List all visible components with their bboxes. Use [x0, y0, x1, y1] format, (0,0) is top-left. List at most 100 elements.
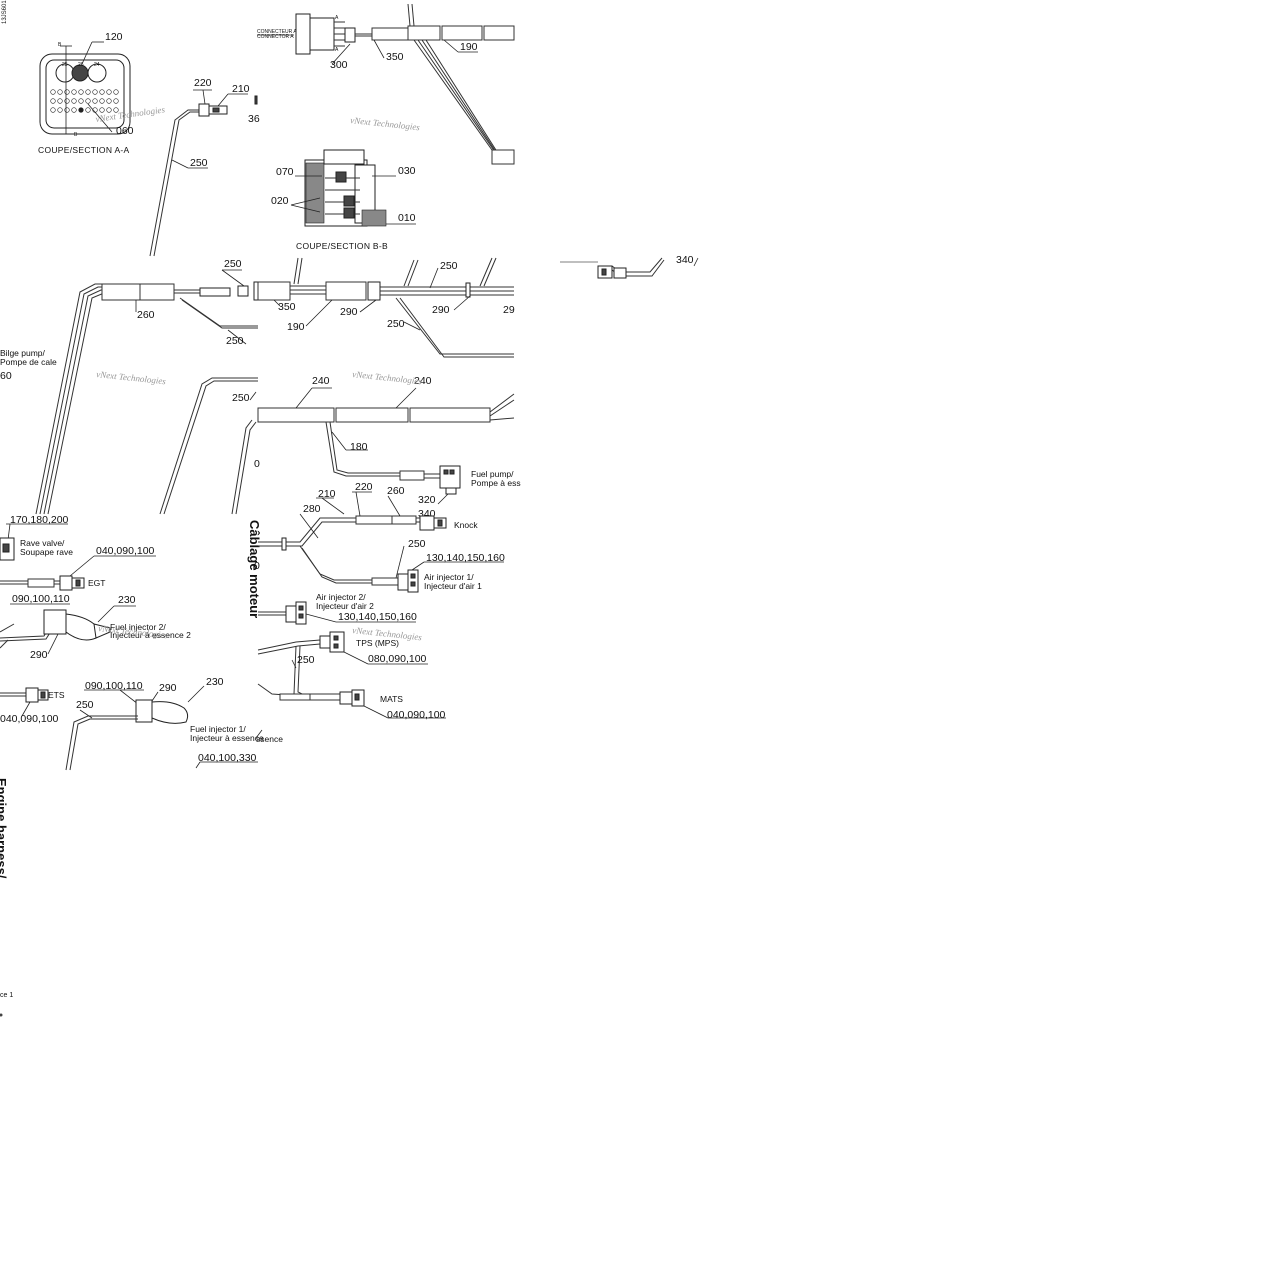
- callout-260-low: 260: [387, 485, 405, 497]
- connector-pin: [99, 107, 105, 113]
- callout-210-low: 210: [318, 488, 336, 500]
- section-mark-b-low: B: [74, 132, 78, 138]
- connector-pin: [57, 89, 63, 95]
- harness-240-section: 240 240 180 Fuel pump/ Pompe à ess 320 3…: [257, 375, 521, 520]
- rave-valve-text-1: Rave valve/: [20, 538, 65, 548]
- mats-label: MATS: [380, 694, 403, 704]
- connector-pin: [57, 98, 63, 104]
- callout-340: 340: [676, 254, 694, 266]
- connector-pin: [85, 89, 91, 95]
- section-b-b-label: COUPE/SECTION B-B: [296, 241, 388, 251]
- fuel-pump-text-1: Fuel pump/: [471, 469, 514, 479]
- connector-pin: [78, 98, 84, 104]
- callout-300: 300: [330, 59, 348, 71]
- connector-pin: [106, 107, 112, 113]
- connector-pin: [71, 89, 77, 95]
- wire-250-top: 220 210 36 250: [149, 77, 260, 257]
- callout-130-b: 130,140,150,160: [338, 611, 417, 623]
- callout-290-low: 290: [30, 649, 48, 661]
- callout-60-left: 60: [0, 370, 12, 382]
- callout-210-top: 210: [232, 83, 250, 95]
- connector-pin: [71, 98, 77, 104]
- callout-250-right: 250: [440, 260, 458, 272]
- callout-250-tps: 250: [297, 654, 315, 666]
- callout-070: 070: [276, 166, 294, 178]
- callout-250-bottom: 250: [76, 699, 94, 711]
- callout-040-egt: 040,090,100: [96, 545, 155, 557]
- bilge-pump-text-1: Bilge pump/: [0, 348, 46, 358]
- bilge-pump-label: Bilge pump/ Pompe de cale 60: [0, 348, 57, 382]
- wire-250-left: 250 0: [159, 377, 260, 515]
- lower-center-harness: Câblage moteur Knock 210 220 260 280 0 2…: [247, 481, 505, 721]
- drawing-id: 13JS601: [2, 0, 8, 24]
- connector-pin: [64, 107, 70, 113]
- callout-0-mid: 0: [254, 560, 260, 572]
- connector-pin: [78, 89, 84, 95]
- dot-marker: [0, 1013, 3, 1017]
- callout-250-mid2: 250: [387, 318, 405, 330]
- callout-280: 280: [303, 503, 321, 515]
- callout-240b: 240: [414, 375, 432, 387]
- watermark-4: vNext Technologies: [352, 369, 423, 386]
- connector-pin: [71, 107, 77, 113]
- note-ce1: ce 1: [0, 992, 13, 999]
- callout-290-mid: 290: [340, 306, 358, 318]
- egt-label: EGT: [88, 578, 105, 588]
- section-b-b: 070 030 020 010 COUPE/SECTION B-B: [271, 149, 416, 251]
- callout-230-b: 230: [206, 676, 224, 688]
- title-cablage-moteur: Câblage moteur: [247, 520, 262, 618]
- callout-320: 320: [418, 494, 436, 506]
- callout-190-top: 190: [460, 41, 478, 53]
- bilge-pump-text-2: Pompe de cale: [0, 357, 57, 367]
- callout-350-top: 350: [386, 51, 404, 63]
- connector-pin: [92, 89, 98, 95]
- callout-060: 060: [116, 125, 134, 137]
- connector-pin: [64, 98, 70, 104]
- air-inj2-text-1: Air injector 2/: [316, 592, 366, 602]
- callout-040-bottom: 040,100,330: [198, 752, 257, 764]
- connector-pin: [57, 107, 63, 113]
- air-inj1-text-1: Air injector 1/: [424, 572, 474, 582]
- callout-250-top: 250: [190, 157, 208, 169]
- connector-pin: [92, 98, 98, 104]
- fuel-inj1-text-1: Fuel injector 1/: [190, 724, 246, 734]
- callout-040-mats: 040,090,100: [387, 709, 446, 721]
- connector-pin: [106, 89, 112, 95]
- fuel-pump-text-2: Pompe à ess: [471, 478, 521, 488]
- callout-120: 120: [105, 31, 123, 43]
- title-engine-harness: Engine harness/: [0, 778, 9, 879]
- callout-080: 080,090,100: [368, 653, 427, 665]
- callout-220-low: 220: [355, 481, 373, 493]
- callout-020: 020: [271, 195, 289, 207]
- callout-260-mid: 260: [137, 309, 155, 321]
- callout-090-a: 090,100,110: [12, 593, 70, 605]
- callout-36: 36: [248, 113, 260, 125]
- connector-pin: [50, 107, 56, 113]
- connector-pin: [85, 98, 91, 104]
- connector-text-2: CONNECTOR A: [257, 34, 294, 40]
- callout-040-ets: 040,090,100: [0, 713, 59, 725]
- callout-010: 010: [398, 212, 416, 224]
- ets-label: ETS: [48, 690, 65, 700]
- callout-250-lower: 250: [226, 335, 244, 347]
- callout-220-top: 220: [194, 77, 212, 89]
- callout-250-left: 250: [232, 392, 250, 404]
- pin-label-25: 25: [62, 62, 68, 68]
- section-a-a-label: COUPE/SECTION A-A: [38, 145, 130, 155]
- connector-pin: [50, 89, 56, 95]
- tps-label: TPS (MPS): [356, 638, 399, 648]
- section-a-a: 25 26 24 B B 120 060 COUPE/SECTION A-A: [38, 31, 134, 155]
- connector-pin: [64, 89, 70, 95]
- connector-text-1: CONNECTEUR A: [257, 29, 297, 35]
- air-inj1-text-2: Injecteur d'air 1: [424, 581, 482, 591]
- callout-240: 240: [312, 375, 330, 387]
- callout-350-mid: 350: [278, 301, 296, 313]
- connector-pin: [113, 89, 119, 95]
- knock-label: Knock: [454, 520, 478, 530]
- connector-a-top: CONNECTEUR A CONNECTOR A A A 300 350 190: [257, 3, 515, 165]
- rave-valve-text-2: Soupape rave: [20, 547, 73, 557]
- mark-a-1: A: [335, 15, 339, 21]
- callout-290-b: 290: [159, 682, 177, 694]
- connector-pin: [106, 98, 112, 104]
